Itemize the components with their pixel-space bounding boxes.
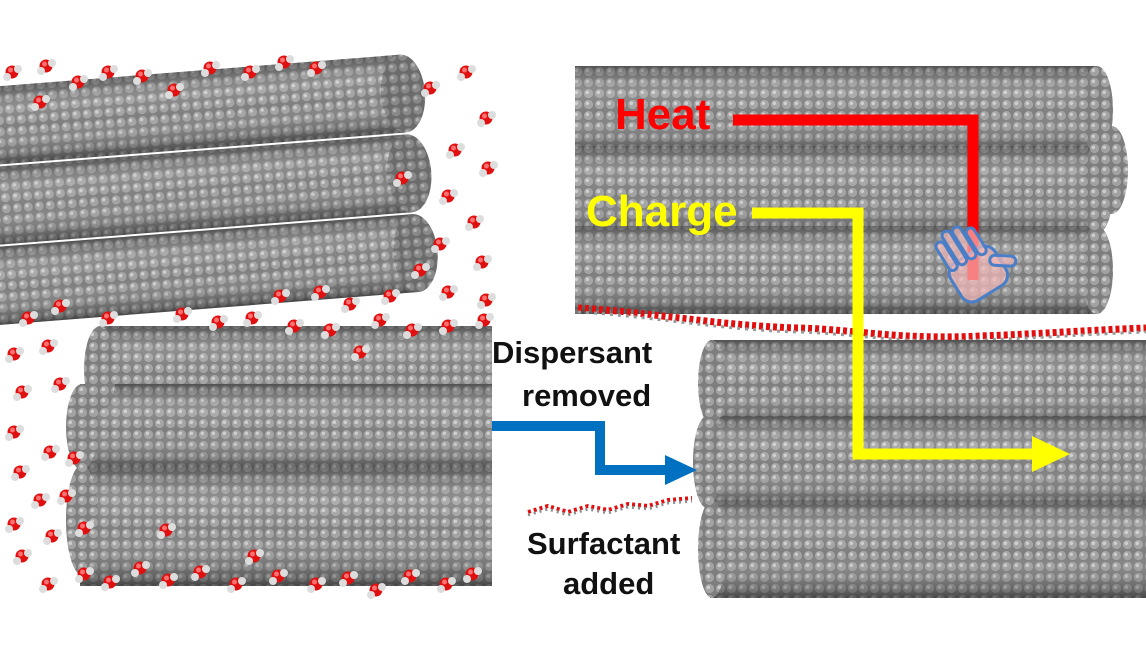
lower-left-bundle [66,326,492,586]
upper-right-bundle [575,66,1128,314]
heat-label: Heat [615,90,711,139]
process-arrow [492,421,670,475]
left-panel [0,54,498,599]
lower-right-bundle [693,340,1146,598]
dispersant-removed-label-line1: Dispersant [492,335,653,370]
surfactant-added-label-line2: added [563,566,655,601]
charge-arrow [752,207,1040,460]
surfactant-added-label-line1: Surfactant [527,526,681,561]
surfactant-layer [577,304,1146,343]
heat-arrow [733,114,979,280]
dispersant-removed-label-line2: removed [522,378,652,413]
right-panel [575,66,1146,598]
upper-left-bundle [0,54,438,328]
hand-icon [934,225,1018,304]
charge-label: Charge [586,187,738,236]
